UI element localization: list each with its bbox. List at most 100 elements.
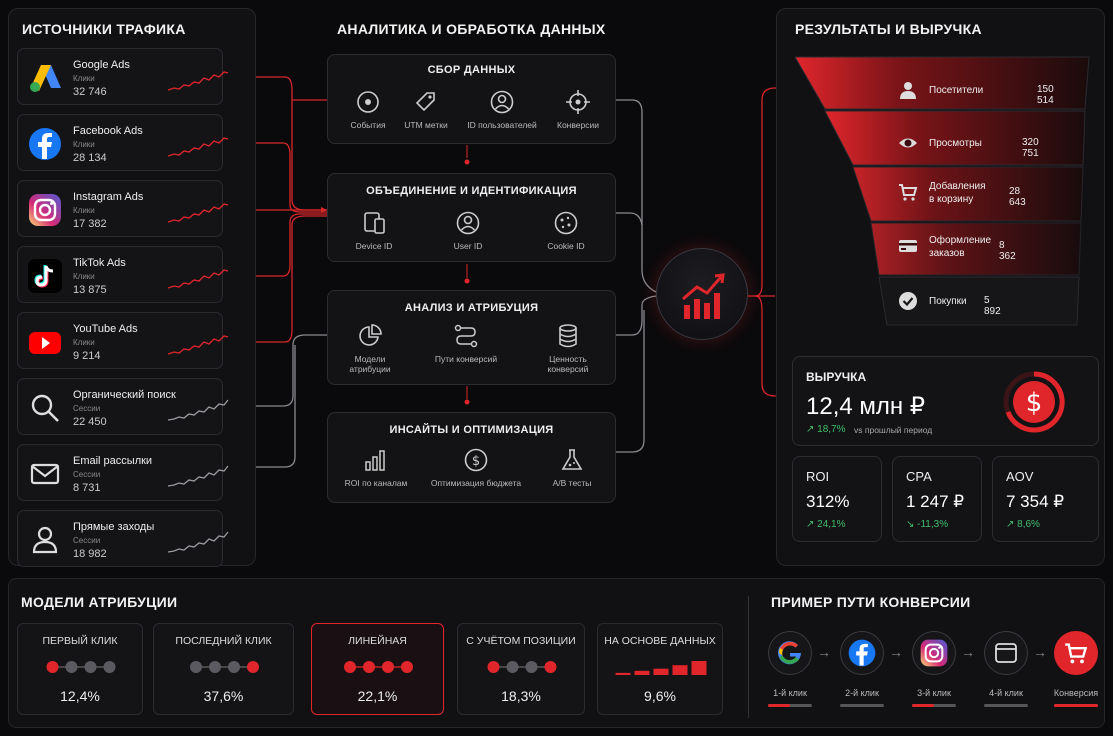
attribution-value: 12,4%: [60, 688, 100, 704]
insights-box[interactable]: ИНСАЙТЫ И ОПТИМИЗАЦИЯ ROI по каналам $ О…: [327, 412, 616, 503]
ab-tests-label: A/B тесты: [552, 478, 592, 488]
funnel-value: 8 362: [999, 240, 1016, 262]
attribution-value: 22,1%: [357, 688, 398, 704]
device-id-label: Device ID: [355, 241, 393, 251]
google-ads-icon: [27, 60, 63, 96]
attribution-label: ПОСЛЕДНИЙ КЛИК: [175, 635, 272, 647]
collect-box[interactable]: СБОР ДАННЫХ События UTM метки ID пользов…: [327, 54, 616, 144]
path-step-label: 1-й клик: [773, 688, 807, 698]
source-metric: Сессии: [73, 404, 101, 413]
user-id-item[interactable]: ID пользователей: [462, 89, 542, 130]
path-step-label: 2-й клик: [845, 688, 879, 698]
user-id2-item[interactable]: User ID: [440, 210, 496, 251]
attribution-diagram: [344, 661, 413, 673]
attribution-diagram: [190, 661, 259, 673]
cookie-id-item[interactable]: Cookie ID: [538, 210, 594, 251]
conversions-label: Конверсии: [557, 120, 599, 130]
user-circle-icon: [456, 211, 480, 235]
attribution-models-item[interactable]: Модели атрибуции: [342, 323, 398, 374]
user-id2-label: User ID: [453, 241, 483, 251]
cookie-id-label: Cookie ID: [547, 241, 585, 251]
funnel-value: 320 751: [1022, 137, 1039, 159]
analysis-box[interactable]: АНАЛИЗ И АТРИБУЦИЯ Модели атрибуции Пути…: [327, 290, 616, 385]
path-step-bar: [984, 704, 1028, 707]
budget-opt-label: Оптимизация бюджета: [430, 478, 522, 488]
path-title: ПРИМЕР ПУТИ КОНВЕРСИИ: [771, 594, 971, 610]
sparkline: [168, 399, 229, 421]
device-id-item[interactable]: Device ID: [346, 210, 402, 251]
tiktok-icon: [27, 258, 63, 294]
sparkline: [168, 335, 229, 355]
source-value: 32 746: [73, 86, 107, 98]
source-name: Facebook Ads: [73, 125, 143, 137]
path-step-bar: [840, 704, 884, 707]
path-step-label: 4-й клик: [989, 688, 1023, 698]
cart-icon: [1054, 631, 1098, 675]
dollar-ring-icon: $: [1003, 371, 1065, 433]
source-value: 9 214: [73, 350, 101, 362]
path-step-bar: [768, 704, 812, 707]
sparkline: [168, 465, 229, 487]
conversion-paths-label: Пути конверсий: [434, 354, 498, 364]
conversion-value-item[interactable]: Ценность конверсий: [538, 323, 598, 374]
browser-icon: [984, 631, 1028, 675]
attribution-label: С УЧЁТОМ ПОЗИЦИИ: [466, 635, 576, 647]
database-icon: [559, 324, 577, 348]
attribution-value: 18,3%: [501, 688, 541, 704]
source-metric: Сессии: [73, 536, 101, 545]
mail-icon: [27, 456, 63, 492]
revenue-value: 12,4 млн ₽: [806, 393, 926, 420]
attribution-card[interactable]: ПЕРВЫЙ КЛИК 12,4%: [17, 623, 143, 715]
tag-icon: [415, 92, 435, 112]
eye-icon: [898, 133, 918, 158]
identify-title: ОБЪЕДИНЕНИЕ И ИДЕНТИФИКАЦИЯ: [366, 185, 577, 197]
utm-item[interactable]: UTM метки: [398, 89, 454, 130]
roi-channels-label: ROI по каналам: [344, 478, 408, 488]
path-step-label: Конверсия: [1053, 688, 1099, 698]
revenue-delta: ↗ 18,7%: [806, 424, 846, 435]
kpi-label: CPA: [906, 469, 932, 484]
path-step-bar-fill: [1054, 704, 1098, 707]
ab-tests-item[interactable]: A/B тесты: [542, 447, 602, 488]
funnel-shape: [795, 56, 1090, 326]
arrow-right-icon: →: [1033, 644, 1047, 660]
revenue-card[interactable]: ВЫРУЧКА 12,4 млн ₽ ↗ 18,7% vs прошлый пе…: [792, 356, 1099, 446]
sparkline: [168, 269, 229, 289]
results-title: РЕЗУЛЬТАТЫ И ВЫРУЧКА: [795, 21, 982, 37]
kpi-label: AOV: [1006, 469, 1034, 484]
analytics-hub[interactable]: [656, 248, 748, 340]
budget-opt-item[interactable]: $ Оптимизация бюджета: [424, 447, 528, 488]
conversions-item[interactable]: Конверсии: [550, 89, 606, 130]
identify-box[interactable]: ОБЪЕДИНЕНИЕ И ИДЕНТИФИКАЦИЯ Device ID Us…: [327, 173, 616, 262]
person-icon: [898, 80, 918, 105]
card-icon: [898, 236, 918, 261]
cookie-icon: [554, 211, 578, 235]
events-label: События: [350, 120, 386, 130]
youtube-icon: [27, 324, 63, 360]
conversion-paths-item[interactable]: Пути конверсий: [428, 323, 504, 364]
roi-channels-item[interactable]: ROI по каналам: [338, 447, 414, 488]
source-value: 28 134: [73, 152, 107, 164]
attribution-card[interactable]: С УЧЁТОМ ПОЗИЦИИ 18,3%: [457, 623, 585, 715]
dollar-circle-icon: $: [464, 448, 488, 472]
kpi-value: 1 247 ₽: [906, 492, 965, 511]
cart-icon: [898, 182, 918, 207]
attribution-value: 9,6%: [644, 688, 676, 704]
attribution-label: ПЕРВЫЙ КЛИК: [42, 635, 118, 647]
attribution-diagram: [46, 661, 116, 673]
events-item[interactable]: События: [342, 89, 394, 130]
